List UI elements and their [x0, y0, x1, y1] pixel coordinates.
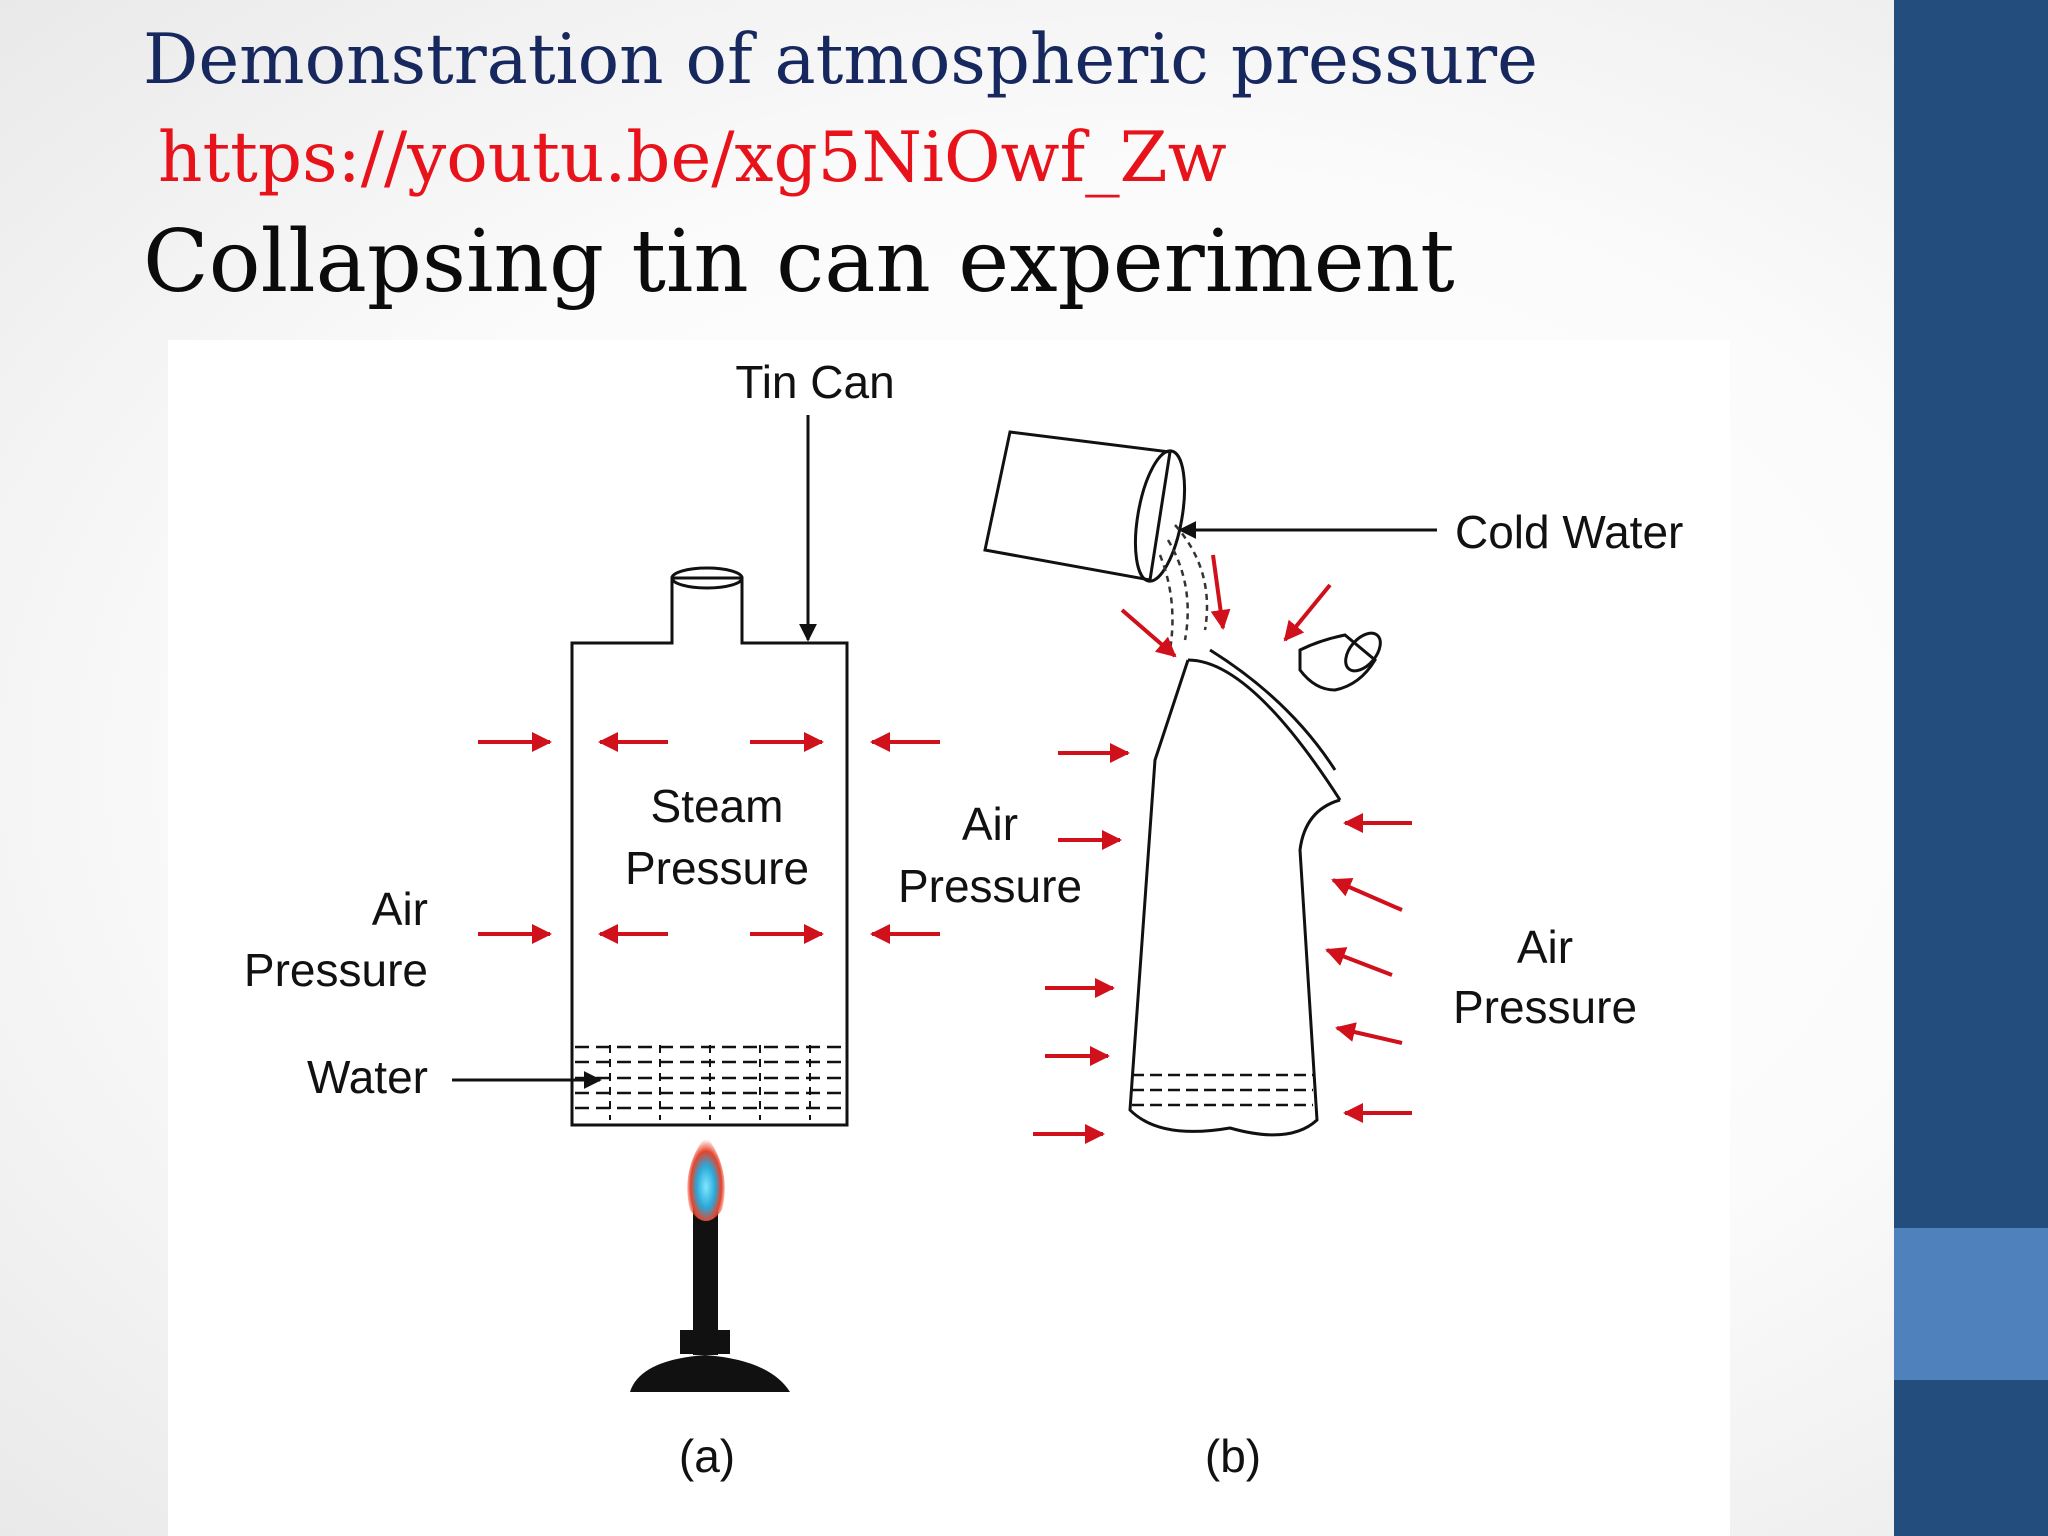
can-a [570, 566, 849, 1127]
water-label: Water [307, 1051, 428, 1103]
water-level-b [1132, 1073, 1313, 1107]
cold-water-beaker [983, 430, 1187, 583]
figure-panel [168, 340, 1730, 1536]
air-pressure-b-label-line1: Air [1517, 921, 1573, 973]
diagram-labels: Tin Can Steam Pressure Air Pressure Wate… [244, 356, 1683, 1482]
steam-pressure-label-line1: Steam [651, 780, 784, 832]
video-link[interactable]: https://youtu.be/xg5NiOwf_Zw [158, 118, 1227, 198]
water-stream [1158, 524, 1209, 651]
slide-title: Demonstration of atmospheric pressure [143, 20, 1538, 100]
steam-pressure-label-line2: Pressure [625, 842, 809, 894]
air-pressure-mid-label-line1: Air [962, 798, 1018, 850]
cold-water-label: Cold Water [1455, 506, 1683, 558]
air-pressure-a-label-line1: Air [372, 883, 428, 935]
air-pressure-b-label-line2: Pressure [1453, 981, 1637, 1033]
slide-subtitle: Collapsing tin can experiment [143, 212, 1455, 312]
pressure-arrows-b [1033, 554, 1412, 1144]
bunsen-burner [630, 1195, 790, 1392]
can-b [1128, 631, 1382, 1137]
panel-a-caption: (a) [679, 1430, 735, 1482]
air-pressure-mid-label-line2: Pressure [898, 860, 1082, 912]
tin-can-label: Tin Can [735, 356, 894, 408]
flame [687, 1135, 725, 1221]
pressure-arrows-a [478, 732, 940, 944]
air-pressure-a-label-line2: Pressure [244, 944, 428, 996]
water-level-a-vertical [609, 1045, 811, 1120]
panel-b-caption: (b) [1205, 1430, 1261, 1482]
slide-sidebar-accent [1894, 1228, 2048, 1380]
